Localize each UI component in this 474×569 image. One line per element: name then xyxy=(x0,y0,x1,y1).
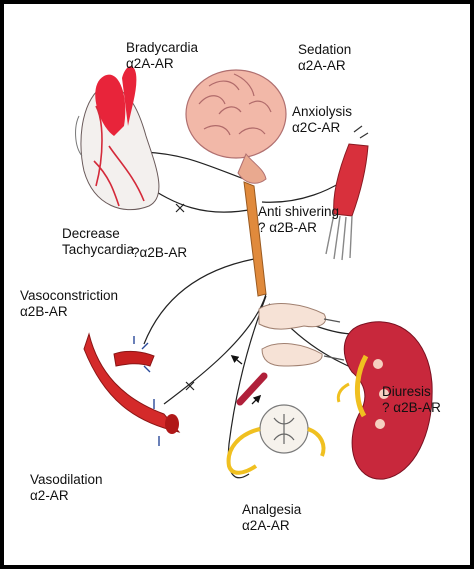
analgesia-connection xyxy=(227,295,267,479)
tachycardia-effect-line2: Tachycardia xyxy=(62,242,135,257)
anxiolysis-label: Anxiolysis α2C-AR xyxy=(292,104,352,136)
bradycardia-receptor: α2A-AR xyxy=(126,56,174,71)
analgesia-effect: Analgesia xyxy=(242,502,302,517)
heart-connection-upper xyxy=(143,151,245,180)
heart-connection-lower xyxy=(143,183,255,213)
diagram-frame: Bradycardia α2A-AR Sedation α2A-AR Anxio… xyxy=(4,4,470,565)
vasodilation-receptor: α2-AR xyxy=(30,488,69,503)
diuresis-label: Diuresis ? α2B-AR xyxy=(382,384,441,416)
arrow-left-icon xyxy=(230,355,243,365)
anxiolysis-receptor: α2C-AR xyxy=(292,120,341,135)
bradycardia-effect: Bradycardia xyxy=(126,40,199,55)
anxiolysis-effect: Anxiolysis xyxy=(292,104,353,119)
antishivering-label: Anti shivering ? α2B-AR xyxy=(258,204,339,236)
sedation-receptor: α2A-AR xyxy=(298,58,346,73)
spinal-cord-icon xyxy=(243,181,267,297)
antishivering-effect: Anti shivering xyxy=(258,204,340,219)
analgesia-receptor: α2A-AR xyxy=(242,518,290,533)
sedation-label: Sedation α2A-AR xyxy=(298,42,351,74)
tachycardia-label: Decrease Tachycardia xyxy=(62,226,134,258)
muscle-icon xyxy=(325,125,369,261)
diagram-artwork xyxy=(75,66,433,480)
blood-vessel-icon xyxy=(83,332,181,446)
cut-mark-heart xyxy=(175,203,185,213)
cut-marks xyxy=(175,203,195,391)
brain-icon xyxy=(185,69,287,184)
heart-icon xyxy=(75,66,160,211)
vasoconstriction-label: Vasoconstriction α2B-AR xyxy=(20,288,118,320)
arrow-up-icon xyxy=(251,394,262,405)
diuresis-effect: Diuresis xyxy=(382,384,431,399)
vasodilation-effect: Vasodilation xyxy=(30,472,103,487)
analgesia-label: Analgesia α2A-AR xyxy=(242,502,301,534)
vasoconstriction-effect: Vasoconstriction xyxy=(20,288,119,303)
cut-mark-vessel xyxy=(185,381,195,391)
bradycardia-label: Bradycardia α2A-AR xyxy=(126,40,198,72)
vasoconstriction-receptor: α2B-AR xyxy=(20,304,68,319)
diuresis-receptor: ? α2B-AR xyxy=(382,400,441,415)
kidney-icon xyxy=(336,321,433,480)
sedation-effect: Sedation xyxy=(298,42,352,57)
vasodilation-label: Vasodilation α2-AR xyxy=(30,472,103,504)
tachycardia-receptor: ?α2B-AR xyxy=(132,245,188,260)
antishivering-receptor: ? α2B-AR xyxy=(258,220,317,235)
spinal-section-icon xyxy=(226,372,326,475)
vasoconstriction-connection xyxy=(143,258,255,345)
hand-icon xyxy=(258,303,345,367)
tachycardia-effect-line1: Decrease xyxy=(62,226,120,241)
